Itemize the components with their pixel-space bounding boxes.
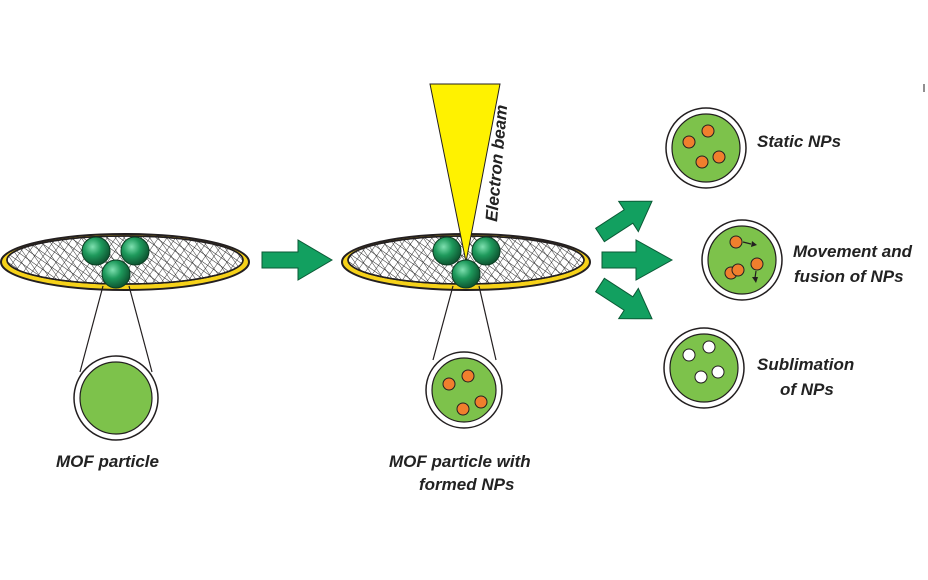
arrow-right-icon-2 (601, 239, 674, 281)
sublimation-circle (663, 327, 745, 409)
mof-with-nps-label-line2: formed NPs (419, 475, 514, 494)
zoom-lines-left (79, 285, 153, 373)
mof-spheres-center (432, 236, 501, 289)
mof-spheres-left (81, 236, 150, 289)
arrow-down-right-icon (594, 277, 653, 320)
static-nps-label: Static NPs (757, 132, 841, 151)
mof-particle-zoom (73, 355, 159, 441)
arrow-up-right-icon (594, 200, 653, 243)
arrow-right-icon (261, 239, 333, 281)
mof-particle-label: MOF particle (56, 452, 159, 471)
sublimation-label-line1: Sublimation (757, 355, 854, 374)
movement-label-line2: fusion of NPs (794, 267, 904, 286)
sublimation-label-line2: of NPs (780, 380, 834, 399)
movement-label-line1: Movement and (793, 242, 913, 261)
mof-with-nps-zoom (425, 351, 503, 429)
mof-with-nps-label-line1: MOF particle with (389, 452, 531, 471)
movement-fusion-circle (701, 219, 783, 301)
electron-beam-icon (429, 83, 501, 263)
static-nps-circle (665, 107, 747, 189)
zoom-lines-center (432, 285, 497, 361)
